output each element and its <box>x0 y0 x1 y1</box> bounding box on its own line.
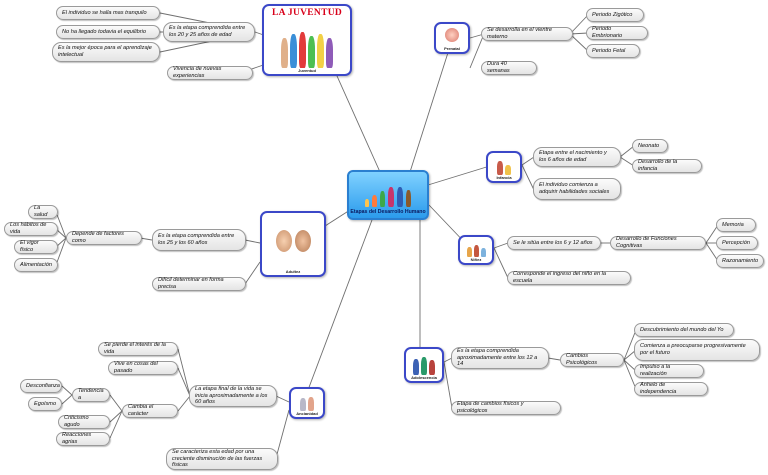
adultez-node-habitos[interactable]: Los hábitos de vida <box>4 222 58 236</box>
adultez-node-salud[interactable]: La salud <box>28 205 58 219</box>
adolescencia-node-independencia[interactable]: Anhelo de independencia <box>634 382 708 396</box>
adultez-node-factores[interactable]: Depende de factores como <box>66 231 142 245</box>
ancianidad-branch-edad[interactable]: La etapa final de la vida se inicia apro… <box>189 385 277 407</box>
ancianidad-card[interactable]: Ancianidad <box>289 387 325 419</box>
ancianidad-image <box>291 389 323 411</box>
center-illustration <box>365 183 411 207</box>
prenatal-image <box>436 24 468 46</box>
ancianidad-caption: Ancianidad <box>296 411 318 417</box>
ninez-node-razonamiento[interactable]: Razonamiento <box>716 254 764 268</box>
juventud-branch-edad[interactable]: Es la etapa comprendida entre los 20 y 2… <box>163 22 255 42</box>
adolescencia-branch-cambios[interactable]: Etapa de cambios físicos y psicológicos <box>451 401 561 415</box>
ancianidad-node-egoismo[interactable]: Egoísmo <box>28 397 62 411</box>
adolescencia-branch-edad[interactable]: Es la etapa comprendida aproximadamente … <box>451 347 549 369</box>
adultez-node-alimentacion[interactable]: Alimentación <box>14 258 58 272</box>
adolescencia-image <box>406 349 442 375</box>
ancianidad-node-desconfianza[interactable]: Desconfianza <box>20 379 62 393</box>
juventud-card[interactable]: LA JUVENTUD Juventud <box>262 4 352 76</box>
juventud-caption: Juventud <box>298 68 316 74</box>
ninez-caption: Niñez <box>471 257 482 263</box>
prenatal-caption: Prenatal <box>444 46 460 52</box>
adultez-caption: Adultez <box>286 269 300 275</box>
infancia-card[interactable]: Infancia <box>486 151 522 183</box>
juventud-branch-experiencias[interactable]: Vivencia de nuevas experiencias <box>167 66 253 80</box>
prenatal-card[interactable]: Prenatal <box>434 22 470 54</box>
juventud-node-aprendizaje[interactable]: Es la mejor época para el aprendizaje in… <box>52 42 160 62</box>
ancianidad-node-tendencia[interactable]: Tendencia a <box>72 388 110 402</box>
adultez-photo <box>262 213 324 269</box>
adolescencia-node-yo[interactable]: Descubrimiento del mundo del Yo <box>634 323 734 337</box>
adultez-card[interactable]: Adultez <box>260 211 326 277</box>
adultez-branch-dificil[interactable]: Difícil determinar en forma precisa <box>152 277 246 291</box>
adultez-node-vigor[interactable]: El vigor físico <box>14 240 58 254</box>
juventud-card-title: LA JUVENTUD <box>272 8 342 18</box>
adolescencia-node-realizacion[interactable]: Impulso a la realización <box>634 364 704 378</box>
ninez-card[interactable]: Niñez <box>458 235 494 265</box>
ninez-node-memoria[interactable]: Memoria <box>716 218 756 232</box>
ninez-branch-escuela[interactable]: Corresponde el ingreso del niño en la es… <box>507 271 631 285</box>
infancia-caption: Infancia <box>496 175 511 181</box>
prenatal-branch-vientre[interactable]: Se desarrolla en el vientre materno <box>481 27 573 41</box>
ninez-node-percepcion[interactable]: Percepción <box>716 236 758 250</box>
ninez-node-cognitivas[interactable]: Desarrollo de Funciones Cognitivas <box>610 236 706 250</box>
infancia-node-neonato[interactable]: Neonato <box>632 139 668 153</box>
prenatal-node-fetal[interactable]: Periodo Fetal <box>586 44 640 58</box>
juventud-photo <box>264 18 350 68</box>
ninez-branch-edad[interactable]: Se le sitúa entre los 6 y 12 años <box>507 236 601 250</box>
central-topic[interactable]: Etapas del Desarrollo Humano <box>347 170 429 220</box>
ancianidad-node-reacciones[interactable]: Reacciones agrias <box>56 432 110 446</box>
prenatal-node-embrionario[interactable]: Periodo Embrionario <box>586 26 648 40</box>
infancia-image <box>488 153 520 175</box>
ancianidad-node-criticismo[interactable]: Criticismo agudo <box>58 415 110 429</box>
adultez-branch-edad[interactable]: Es la etapa comprendida entre los 25 y l… <box>152 229 246 251</box>
infancia-node-desarrollo[interactable]: Desarrollo de la infancia <box>632 159 702 173</box>
adolescencia-card[interactable]: Adolescencia <box>404 347 444 383</box>
central-topic-label: Etapas del Desarrollo Humano <box>350 209 425 218</box>
prenatal-node-zigotico[interactable]: Periodo Zigótico <box>586 8 644 22</box>
infancia-branch-sociales[interactable]: El individuo comienza a adquirir habilid… <box>533 178 621 200</box>
ancianidad-node-pasado[interactable]: Vive en cosas del pasado <box>108 361 178 375</box>
ancianidad-node-caracter[interactable]: Cambia el carácter <box>122 404 178 418</box>
adolescencia-node-psicologicos[interactable]: Cambios Psicológicos <box>560 353 624 367</box>
ancianidad-node-interes[interactable]: Se pierde el interés de la vida <box>98 342 178 356</box>
adolescencia-node-futuro[interactable]: Comienza a preocuparse progresivamente p… <box>634 339 760 361</box>
adolescencia-caption: Adolescencia <box>411 375 437 381</box>
ancianidad-branch-fuerzas[interactable]: Se caracteriza esta edad por una crecien… <box>166 448 278 470</box>
juventud-node-tranquilo[interactable]: El individuo se halla mas tranquilo <box>56 6 160 20</box>
prenatal-branch-duracion[interactable]: Dura 40 semanas <box>481 61 537 75</box>
ninez-image <box>460 237 492 257</box>
juventud-node-equilibrio[interactable]: No ha llegado todavia el equilibrio <box>56 25 160 39</box>
infancia-branch-nacimiento[interactable]: Etapa entre el nacimiento y los 6 años d… <box>533 147 621 167</box>
